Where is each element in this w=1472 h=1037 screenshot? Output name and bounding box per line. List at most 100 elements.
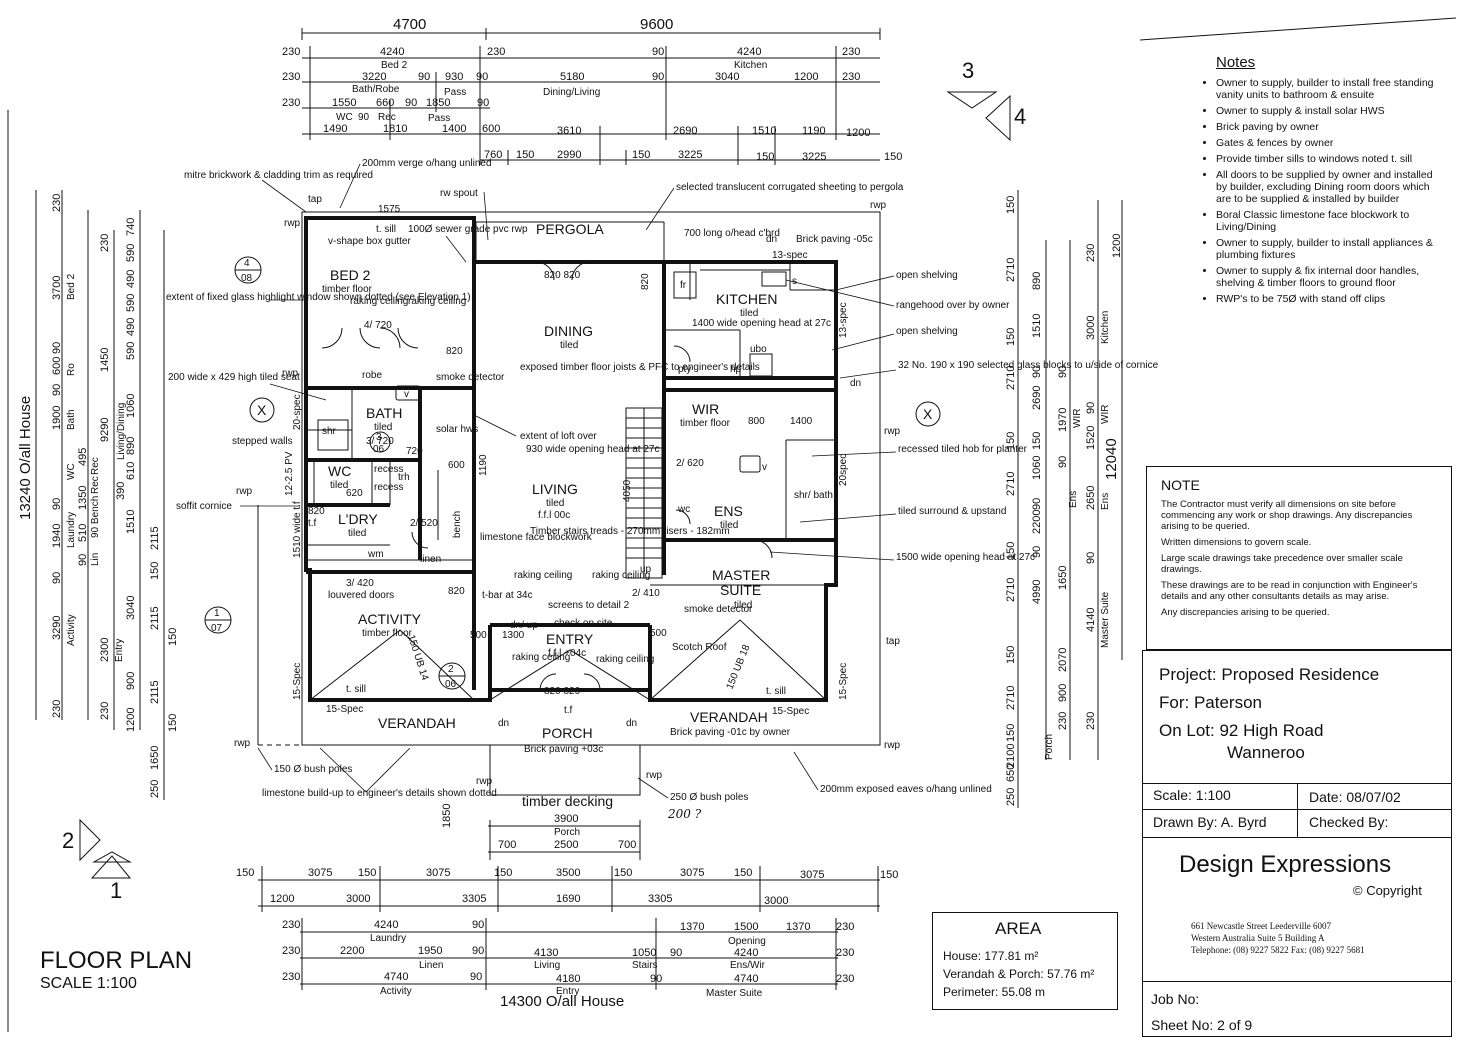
- dim-text: 1690: [556, 893, 580, 905]
- dim-text: 150: [1005, 432, 1017, 450]
- dim-label: Dining/Living: [543, 87, 600, 98]
- dim-label: Ens: [1068, 491, 1079, 508]
- small-label: 4050: [622, 479, 633, 502]
- dim-text: 3900: [554, 813, 578, 825]
- dim-overall-12040: 12040: [1103, 438, 1120, 480]
- dim-text: 230: [282, 919, 300, 931]
- dim-text: 4130: [534, 947, 558, 959]
- dim-text: 150: [880, 869, 898, 881]
- dim-text: 150: [1031, 432, 1043, 450]
- dim-text: 230: [99, 234, 111, 252]
- small-label: 3/ 720: [366, 436, 394, 447]
- dim-label: Bed 2: [66, 273, 77, 300]
- dim-text: 1810: [383, 123, 407, 135]
- small-label: ubo: [750, 344, 767, 355]
- dim-text: 650: [1005, 764, 1017, 782]
- annotations: mitre brickwork & cladding trim as requi…: [166, 158, 1159, 821]
- room-sub: timber floor: [680, 418, 731, 429]
- dim-text: 90: [51, 572, 63, 584]
- notes-title: Notes: [1216, 54, 1256, 71]
- marker-text: 1: [214, 608, 220, 619]
- dim-text: 1200: [794, 71, 818, 83]
- dim-overall-width: 14300 O/all House: [500, 993, 624, 1010]
- small-label: linen: [420, 554, 441, 565]
- dim-label: Rec: [90, 457, 101, 475]
- small-label: 820 820: [544, 270, 581, 281]
- small-label: rwp: [476, 776, 493, 787]
- dim-label: Activity: [380, 986, 412, 997]
- annotation-text: 150 UB 18: [725, 643, 753, 691]
- dim-text: 2710: [1005, 578, 1017, 602]
- dim-text: 90: [477, 97, 489, 109]
- room-verandah-right: VERANDAH: [690, 709, 768, 725]
- room-wc: WC: [328, 463, 351, 479]
- dim-text: 90: [1085, 552, 1097, 564]
- marker-text: 06: [373, 444, 385, 455]
- annotation-text: 200 wide x 429 high tiled seat: [168, 372, 300, 383]
- dim-label: Activity: [66, 614, 77, 646]
- dim-text: 2690: [1031, 386, 1043, 410]
- small-label: 1300: [502, 630, 525, 641]
- dim-label: Bed 2: [381, 60, 408, 71]
- copyright: © Copyright: [1353, 883, 1422, 898]
- dim-text: 2200: [340, 945, 364, 957]
- room-sub: Brick paving +03c: [524, 744, 603, 755]
- dim-text: 510: [77, 524, 89, 542]
- annotation-text: smoke detector: [684, 604, 753, 615]
- note-item: Owner to supply, builder to install appl…: [1216, 237, 1440, 261]
- dim-text: 230: [1085, 712, 1097, 730]
- project-name: Project: Proposed Residence: [1159, 665, 1380, 684]
- dim-text: 1200: [846, 127, 870, 139]
- room-laundry: L'DRY: [338, 511, 378, 527]
- annotation-text: raking ceiling: [350, 296, 408, 307]
- divider: [1297, 783, 1298, 837]
- annotation-text: extent of fixed glass highlight window s…: [166, 292, 471, 303]
- room-activity: ACTIVITY: [358, 611, 422, 627]
- dim-text: 4240: [380, 46, 404, 58]
- dim-text: 2990: [557, 149, 581, 161]
- room-master-2: SUITE: [720, 582, 761, 598]
- dim-text: 2690: [673, 125, 697, 137]
- dim-label: WC: [66, 463, 77, 480]
- contractor-note-line: Written dimensions to govern scale.: [1161, 537, 1312, 548]
- room-dining: DINING: [544, 323, 593, 339]
- dim-text: 2710: [1005, 258, 1017, 282]
- dim-text: 2300: [99, 638, 111, 662]
- small-label: 800: [748, 416, 765, 427]
- dim-text: 150: [167, 714, 179, 732]
- marker-text: X: [923, 406, 933, 422]
- room-sub: Brick paving -01c by owner: [670, 727, 791, 738]
- dim-label: Bath/Robe: [352, 84, 400, 95]
- dim-text: 3075: [426, 867, 450, 879]
- small-label: 13-spec: [838, 302, 849, 338]
- dim-text: 590: [125, 294, 137, 312]
- dim-text: 230: [1057, 712, 1069, 730]
- section-markers: 4 08 1 07 2 06 3 06 X X 3 4 2 1: [62, 58, 1026, 903]
- dim-text: 1850: [426, 97, 450, 109]
- room-sub: tiled: [330, 480, 348, 491]
- dim-text: 600: [482, 123, 500, 135]
- dim-text: 3290: [51, 616, 63, 640]
- small-label: 20spec: [838, 454, 849, 486]
- sheet-border: [7, 17, 1457, 1032]
- annotation-text: t-bar at 34c: [482, 590, 533, 601]
- room-sub: tiled: [546, 498, 564, 509]
- note-item: RWP's to be 75Ø with stand off clips: [1216, 293, 1440, 305]
- small-label: shr/ bath: [794, 490, 833, 501]
- dim-text: 90: [51, 384, 63, 396]
- dim-label: Living: [534, 960, 560, 971]
- dim-text: 150: [358, 867, 376, 879]
- dim-text: 2500: [554, 839, 578, 851]
- dim-text: 90: [1085, 402, 1097, 414]
- contractor-note-box: NOTE The Contractor must verify all dime…: [1146, 466, 1452, 650]
- dim-text: 1200: [125, 708, 137, 732]
- dim-text: 890: [1031, 272, 1043, 290]
- dim-text: 3225: [678, 149, 702, 161]
- annotation-text: mitre brickwork & cladding trim as requi…: [184, 170, 373, 181]
- room-pergola: PERGOLA: [536, 221, 604, 237]
- small-label: 2/ 520: [410, 518, 438, 529]
- small-label: hp: [730, 364, 742, 375]
- annotation-text: raking ceiling: [512, 652, 570, 663]
- dim-label: Entry: [556, 986, 579, 997]
- small-label: dn: [766, 234, 777, 245]
